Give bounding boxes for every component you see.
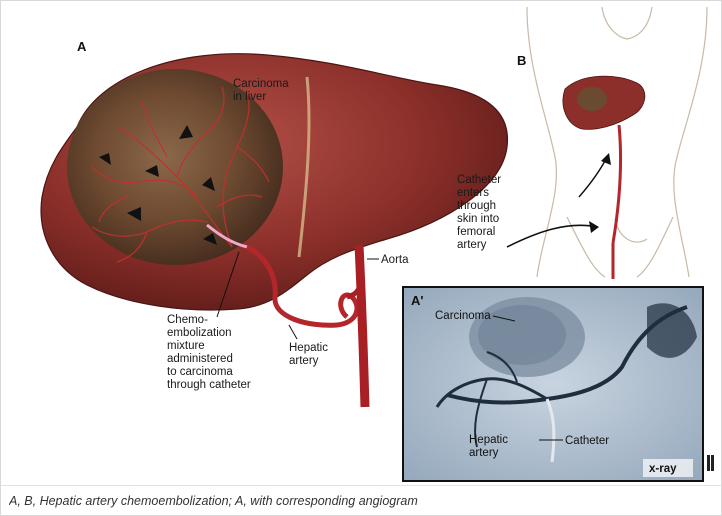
svg-text:skin into: skin into [457,213,499,225]
panel-a-prime-letter: A' [411,293,423,308]
artist-signature [707,455,714,471]
svg-text:administered: administered [167,353,233,365]
panel-a-letter: A [77,39,87,54]
xray-badge: x-ray [643,459,693,477]
caption-divider [1,485,722,486]
svg-text:Catheter: Catheter [565,435,609,447]
mini-liver [563,76,645,279]
svg-text:through: through [457,200,496,212]
body-outline [527,7,707,277]
svg-text:artery: artery [457,239,487,251]
svg-text:Carcinoma: Carcinoma [435,310,491,322]
figure-caption: A, B, Hepatic artery chemoembolization; … [9,490,715,512]
aorta-label: Aorta [367,254,409,266]
svg-text:in liver: in liver [233,91,266,103]
svg-text:Hepatic: Hepatic [289,342,328,354]
svg-text:to carcinoma: to carcinoma [167,366,233,378]
svg-text:femoral: femoral [457,226,495,238]
svg-text:embolization: embolization [167,327,232,339]
svg-text:x-ray: x-ray [649,463,677,475]
svg-text:through catheter: through catheter [167,379,251,391]
svg-text:Hepatic: Hepatic [469,434,508,446]
svg-text:Aorta: Aorta [381,254,409,266]
svg-text:Chemo-: Chemo- [167,314,208,326]
hepatic-artery-label: Hepatic artery [289,325,328,367]
panel-b-letter: B [517,53,526,68]
medical-illustration: A Carcinoma in liver Aorta Chemo- emboli… [7,7,717,485]
svg-text:mixture: mixture [167,340,205,352]
svg-text:artery: artery [289,355,319,367]
svg-text:artery: artery [469,447,499,459]
svg-text:Carcinoma: Carcinoma [233,78,289,90]
svg-text:enters: enters [457,187,489,199]
svg-text:Catheter: Catheter [457,174,501,186]
